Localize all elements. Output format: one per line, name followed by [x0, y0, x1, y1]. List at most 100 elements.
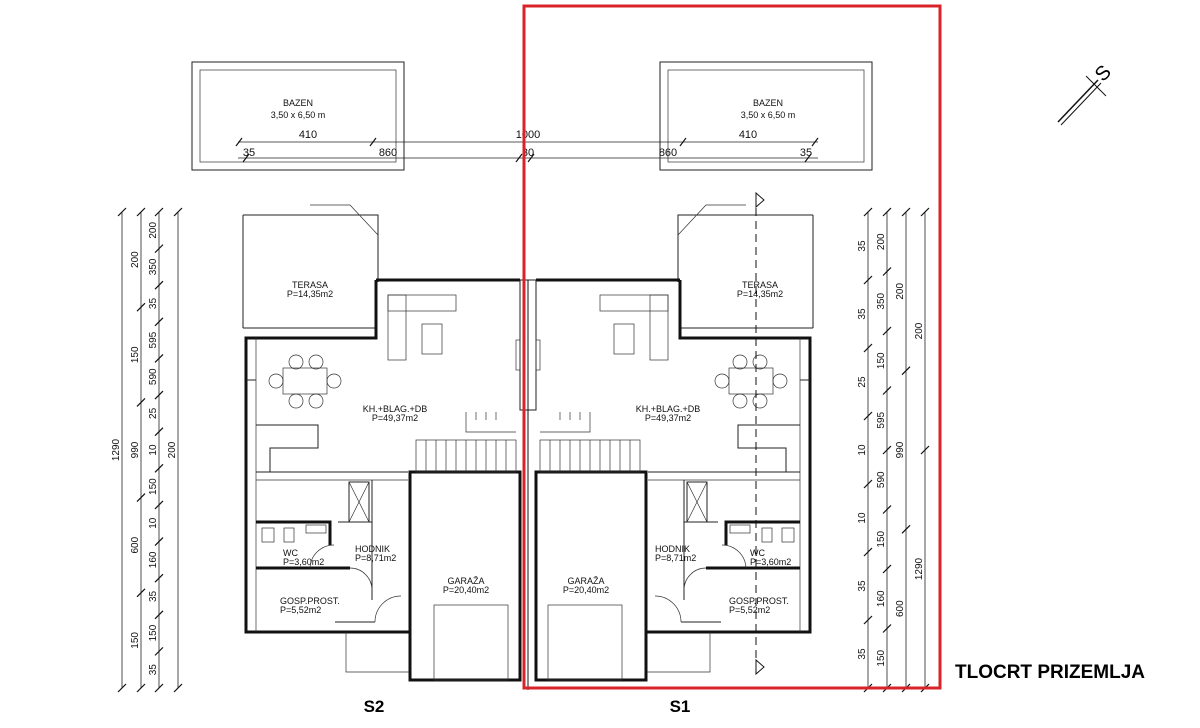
dimension-tick [136, 302, 146, 312]
north-arrow-icon: S [1057, 61, 1116, 126]
dimension-label: 150 [148, 624, 159, 641]
room-left-terrace-name: TERASA [292, 280, 328, 290]
dimension-label: 595 [148, 331, 159, 348]
dimension-tick [901, 207, 911, 217]
dimension-tick [173, 207, 183, 217]
dim-total-1000: 1000 [516, 129, 540, 141]
dimension-label: 150 [876, 649, 887, 666]
dimension-label: 150 [148, 478, 159, 495]
dimension-label: 350 [148, 258, 159, 275]
dim-left-860: 860 [379, 147, 397, 159]
unit-label-s2: S2 [364, 697, 385, 716]
dimension-tick [136, 207, 146, 217]
room-right-storage-name: GOSP.PROST. [729, 596, 789, 606]
dimension-tick [901, 366, 911, 376]
pool-right-name: BAZEN [753, 98, 783, 108]
dimension-label: 35 [148, 664, 159, 676]
dimension-label: 25 [148, 407, 159, 419]
party-wall [515, 279, 541, 690]
dimension-label: 160 [876, 590, 887, 607]
dimension-label: 35 [857, 308, 868, 320]
dimension-label: 990 [895, 441, 906, 458]
dimension-label: 1290 [111, 438, 122, 461]
dimension-tick [882, 386, 892, 395]
unit-right-walls [534, 191, 814, 682]
dimension-label: 35 [857, 580, 868, 592]
dimension-tick [863, 207, 873, 217]
room-left-hall-area: P=8,71m2 [355, 553, 396, 563]
dimension-tick [136, 493, 146, 503]
room-left-living-area: P=49,37m2 [372, 413, 418, 423]
dimension-label: 200 [167, 441, 178, 458]
dimension-tick [154, 427, 164, 437]
dimension-tick [154, 390, 164, 400]
dimension-tick [882, 445, 892, 455]
room-left-storage-area: P=5,52m2 [280, 605, 321, 615]
pool-left-size: 3,50 x 6,50 m [271, 110, 326, 120]
dimension-tick [154, 354, 164, 363]
dimension-tick [882, 267, 892, 276]
dimension-tick [154, 463, 164, 473]
unit-right-labels: TERASA P=14,35m2 KH.+BLAG.+DB P=49,37m2 … [563, 280, 791, 615]
dimension-tick [920, 207, 930, 217]
room-left-hall-name: HODNIK [355, 544, 390, 554]
dimension-tick [117, 207, 127, 217]
dimension-label: 990 [130, 441, 141, 458]
dimension-tick [154, 207, 164, 217]
dimension-label: 35 [148, 298, 159, 310]
dimension-label: 200 [895, 283, 906, 300]
dimension-label: 150 [130, 632, 141, 649]
room-right-wc-name: WC [750, 548, 765, 558]
room-right-living-area: P=49,37m2 [645, 413, 691, 423]
room-right-garage-area: P=20,40m2 [563, 585, 609, 595]
dimension-label: 200 [876, 233, 887, 250]
drawing-title: TLOCRT PRIZEMLJA [955, 662, 1145, 683]
unit-s1-highlight [522, 4, 942, 690]
room-left-wc-area: P=3,60m2 [283, 557, 324, 567]
room-left-terrace-area: P=14,35m2 [287, 289, 333, 299]
room-left-storage-name: GOSP.PROST. [280, 596, 340, 606]
dimension-tick [920, 445, 930, 455]
room-right-wc-area: P=3,60m2 [750, 557, 791, 567]
dimension-label: 600 [895, 600, 906, 617]
dimension-tick [882, 326, 892, 336]
dimension-label: 25 [857, 376, 868, 388]
dimension-label: 10 [857, 444, 868, 456]
room-right-hall-area: P=8,71m2 [655, 553, 696, 563]
dimension-tick [154, 317, 164, 327]
dimension-tick [154, 500, 164, 510]
dimension-label: 590 [876, 471, 887, 488]
pool-right: BAZEN 3,50 x 6,50 m [659, 61, 873, 171]
dimension-label: 35 [148, 590, 159, 602]
dimension-label: 200 [130, 251, 141, 268]
side-dimension-right: 3535251010353520035015059559015016015020… [857, 207, 930, 693]
dimension-label: 595 [876, 411, 887, 428]
dimension-label: 150 [876, 352, 887, 369]
dimension-label: 35 [857, 240, 868, 252]
dimension-tick [863, 343, 873, 353]
dimension-tick [154, 537, 164, 546]
room-left-garage-area: P=20,40m2 [443, 585, 489, 595]
dimension-label: 10 [148, 517, 159, 529]
dim-right-860: 860 [659, 147, 677, 159]
dimension-tick [154, 573, 164, 583]
dimension-tick [136, 683, 146, 693]
dimension-tick [901, 524, 911, 534]
pool-left: BAZEN 3,50 x 6,50 m [191, 61, 405, 171]
dimension-label: 150 [876, 530, 887, 547]
dimension-tick [154, 683, 164, 693]
dimension-label: 200 [914, 322, 925, 339]
dimension-label: 590 [148, 368, 159, 385]
dim-right-410: 410 [739, 129, 757, 141]
dimension-label: 600 [130, 536, 141, 553]
dimension-label: 35 [857, 648, 868, 660]
top-dimension-line: 410 35 860 1000 30 860 410 35 [235, 129, 819, 163]
side-dimension-left: 1290 200 150 990 600 150 200 350 35 595 590 25 10 150… [111, 207, 183, 693]
dimension-label: 150 [130, 346, 141, 363]
dimension-tick [863, 615, 873, 625]
unit-label-s1: S1 [670, 697, 691, 716]
unit-left-walls [242, 204, 522, 682]
dimension-label: 350 [876, 292, 887, 309]
dim-left-35: 35 [243, 147, 255, 159]
dim-right-35: 35 [800, 147, 812, 159]
